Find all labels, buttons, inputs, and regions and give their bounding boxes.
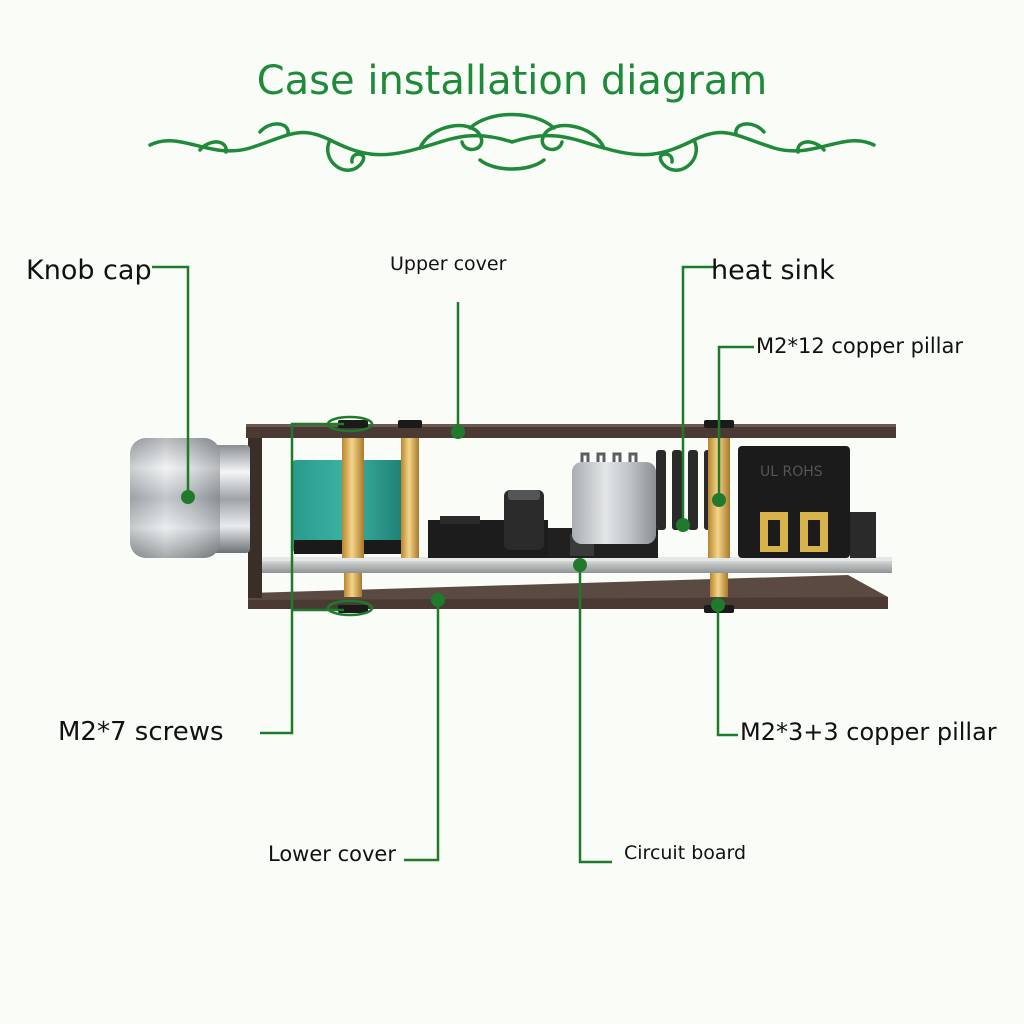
- label-m2-12-copper-pillar: M2*12 copper pillar: [756, 334, 963, 358]
- leader-dots: [181, 425, 726, 612]
- pillar-left-lower: [344, 573, 362, 597]
- pillar-mid: [401, 438, 419, 558]
- label-m2-3-3-copper-pillar: M2*3+3 copper pillar: [740, 718, 997, 746]
- label-knob-cap: Knob cap: [26, 255, 152, 286]
- pillar-right-lower: [710, 573, 728, 597]
- heat-sink: [656, 450, 714, 530]
- upper-cover: [246, 426, 896, 438]
- leader-lines: [152, 265, 754, 864]
- leader-knob-cap: [152, 265, 190, 497]
- leader-m2-12-pillar: [717, 345, 754, 500]
- amplifier-assembly: UL ROHS: [130, 420, 896, 613]
- diagram-title: Case installation diagram: [256, 58, 768, 104]
- screw-head-top-mid: [398, 420, 422, 428]
- leader-m2-7-screws: [260, 422, 344, 735]
- label-lower-cover: Lower cover: [268, 842, 396, 866]
- label-upper-cover: Upper cover: [390, 253, 507, 275]
- leader-heat-sink: [681, 265, 716, 525]
- inductor: [504, 490, 544, 550]
- label-heat-sink: heat sink: [711, 255, 835, 286]
- label-m2-7-screws: M2*7 screws: [58, 717, 224, 747]
- leader-ellipses: [326, 415, 374, 617]
- label-circuit-board: Circuit board: [624, 842, 747, 864]
- leader-lower-cover: [404, 600, 440, 862]
- leader-circuit-board: [578, 565, 612, 864]
- dc-jack-connector: [738, 446, 850, 558]
- connector-marking: UL ROHS: [760, 464, 823, 480]
- front-panel: [248, 438, 262, 598]
- pillar-left-upper: [342, 438, 364, 558]
- screw-head-bottom-left: [338, 605, 368, 613]
- title-flourish: [148, 112, 876, 172]
- leader-m2-3-3-pillar: [716, 598, 738, 737]
- knob-collar: [212, 445, 250, 553]
- screw-head-top-left: [338, 420, 368, 428]
